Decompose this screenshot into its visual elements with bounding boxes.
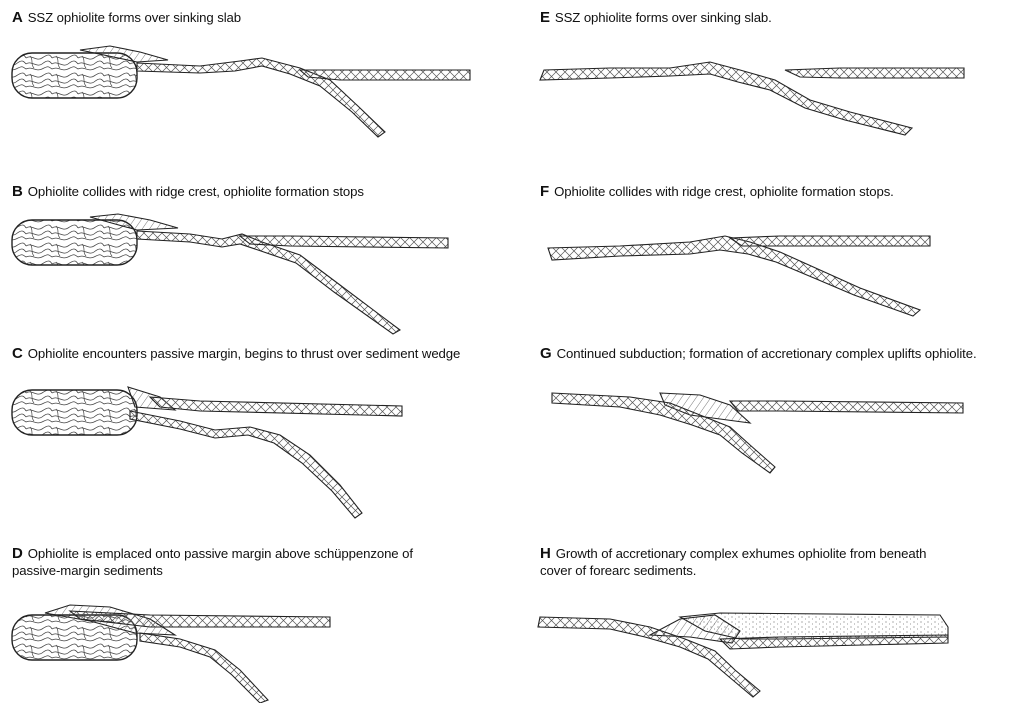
subduction-sketch xyxy=(0,170,520,335)
upper-plate xyxy=(730,236,930,246)
lower-plate xyxy=(140,633,268,703)
subduction-sketch xyxy=(520,335,1027,535)
upper-plate xyxy=(150,397,402,416)
subduction-sketch xyxy=(520,0,1027,170)
upper-plate xyxy=(730,401,963,413)
continental-block xyxy=(12,390,137,435)
continental-block xyxy=(12,220,137,265)
subduction-sketch xyxy=(0,335,520,535)
subduction-sketch xyxy=(0,0,520,170)
subduction-sketch xyxy=(520,170,1027,335)
upper-plate xyxy=(785,68,964,78)
continental-block xyxy=(12,53,137,98)
subduction-sketch xyxy=(520,535,1027,703)
lower-plate xyxy=(548,236,920,316)
upper-plate xyxy=(300,70,470,80)
subduction-sketch xyxy=(0,535,520,703)
lower-plate xyxy=(130,411,362,518)
